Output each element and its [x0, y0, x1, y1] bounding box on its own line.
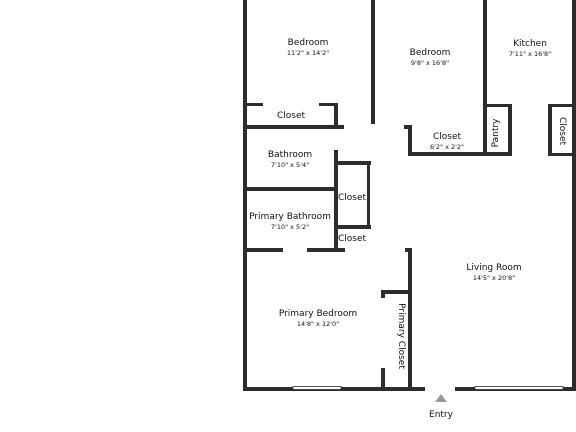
bathroom-dims: 7'10" x 5'4"	[271, 161, 309, 169]
living-room-dims: 14'5" x 20'8"	[473, 274, 515, 282]
closet-hall-name: Closet	[433, 132, 462, 142]
primary-bedroom-name: Primary Bedroom	[279, 309, 357, 319]
entry-arrow-icon	[435, 394, 447, 402]
room-labels: Bedroom 11'2" x 14'2" Bedroom 9'8" x 16'…	[249, 38, 567, 420]
pantry-name: Pantry	[491, 118, 501, 147]
closet-bedroom-name: Closet	[277, 111, 306, 121]
primary-bathroom-dims: 7'10" x 5'2"	[271, 223, 309, 231]
primary-bathroom-name: Primary Bathroom	[249, 212, 331, 222]
living-room-name: Living Room	[466, 263, 521, 273]
kitchen-dims: 7'11" x 16'8"	[509, 50, 551, 58]
closet-kitchen-name: Closet	[557, 117, 567, 146]
primary-closet-name: Primary Closet	[396, 303, 406, 369]
entry-label: Entry	[429, 410, 454, 420]
closet-mid-name: Closet	[338, 193, 367, 203]
closet-small-name: Closet	[338, 234, 367, 244]
primary-bedroom-dims: 14'8" x 12'0"	[297, 320, 339, 328]
bedroom-1-dims: 11'2" x 14'2"	[287, 49, 329, 57]
walls	[243, 0, 576, 391]
bedroom-2-name: Bedroom	[410, 48, 451, 58]
bedroom-1-name: Bedroom	[288, 38, 329, 48]
closet-hall-dims: 6'2" x 2'2"	[430, 143, 464, 151]
bathroom-name: Bathroom	[268, 150, 312, 160]
bedroom-2-dims: 9'8" x 16'8"	[411, 59, 449, 67]
kitchen-name: Kitchen	[513, 39, 547, 49]
openings	[263, 102, 570, 392]
